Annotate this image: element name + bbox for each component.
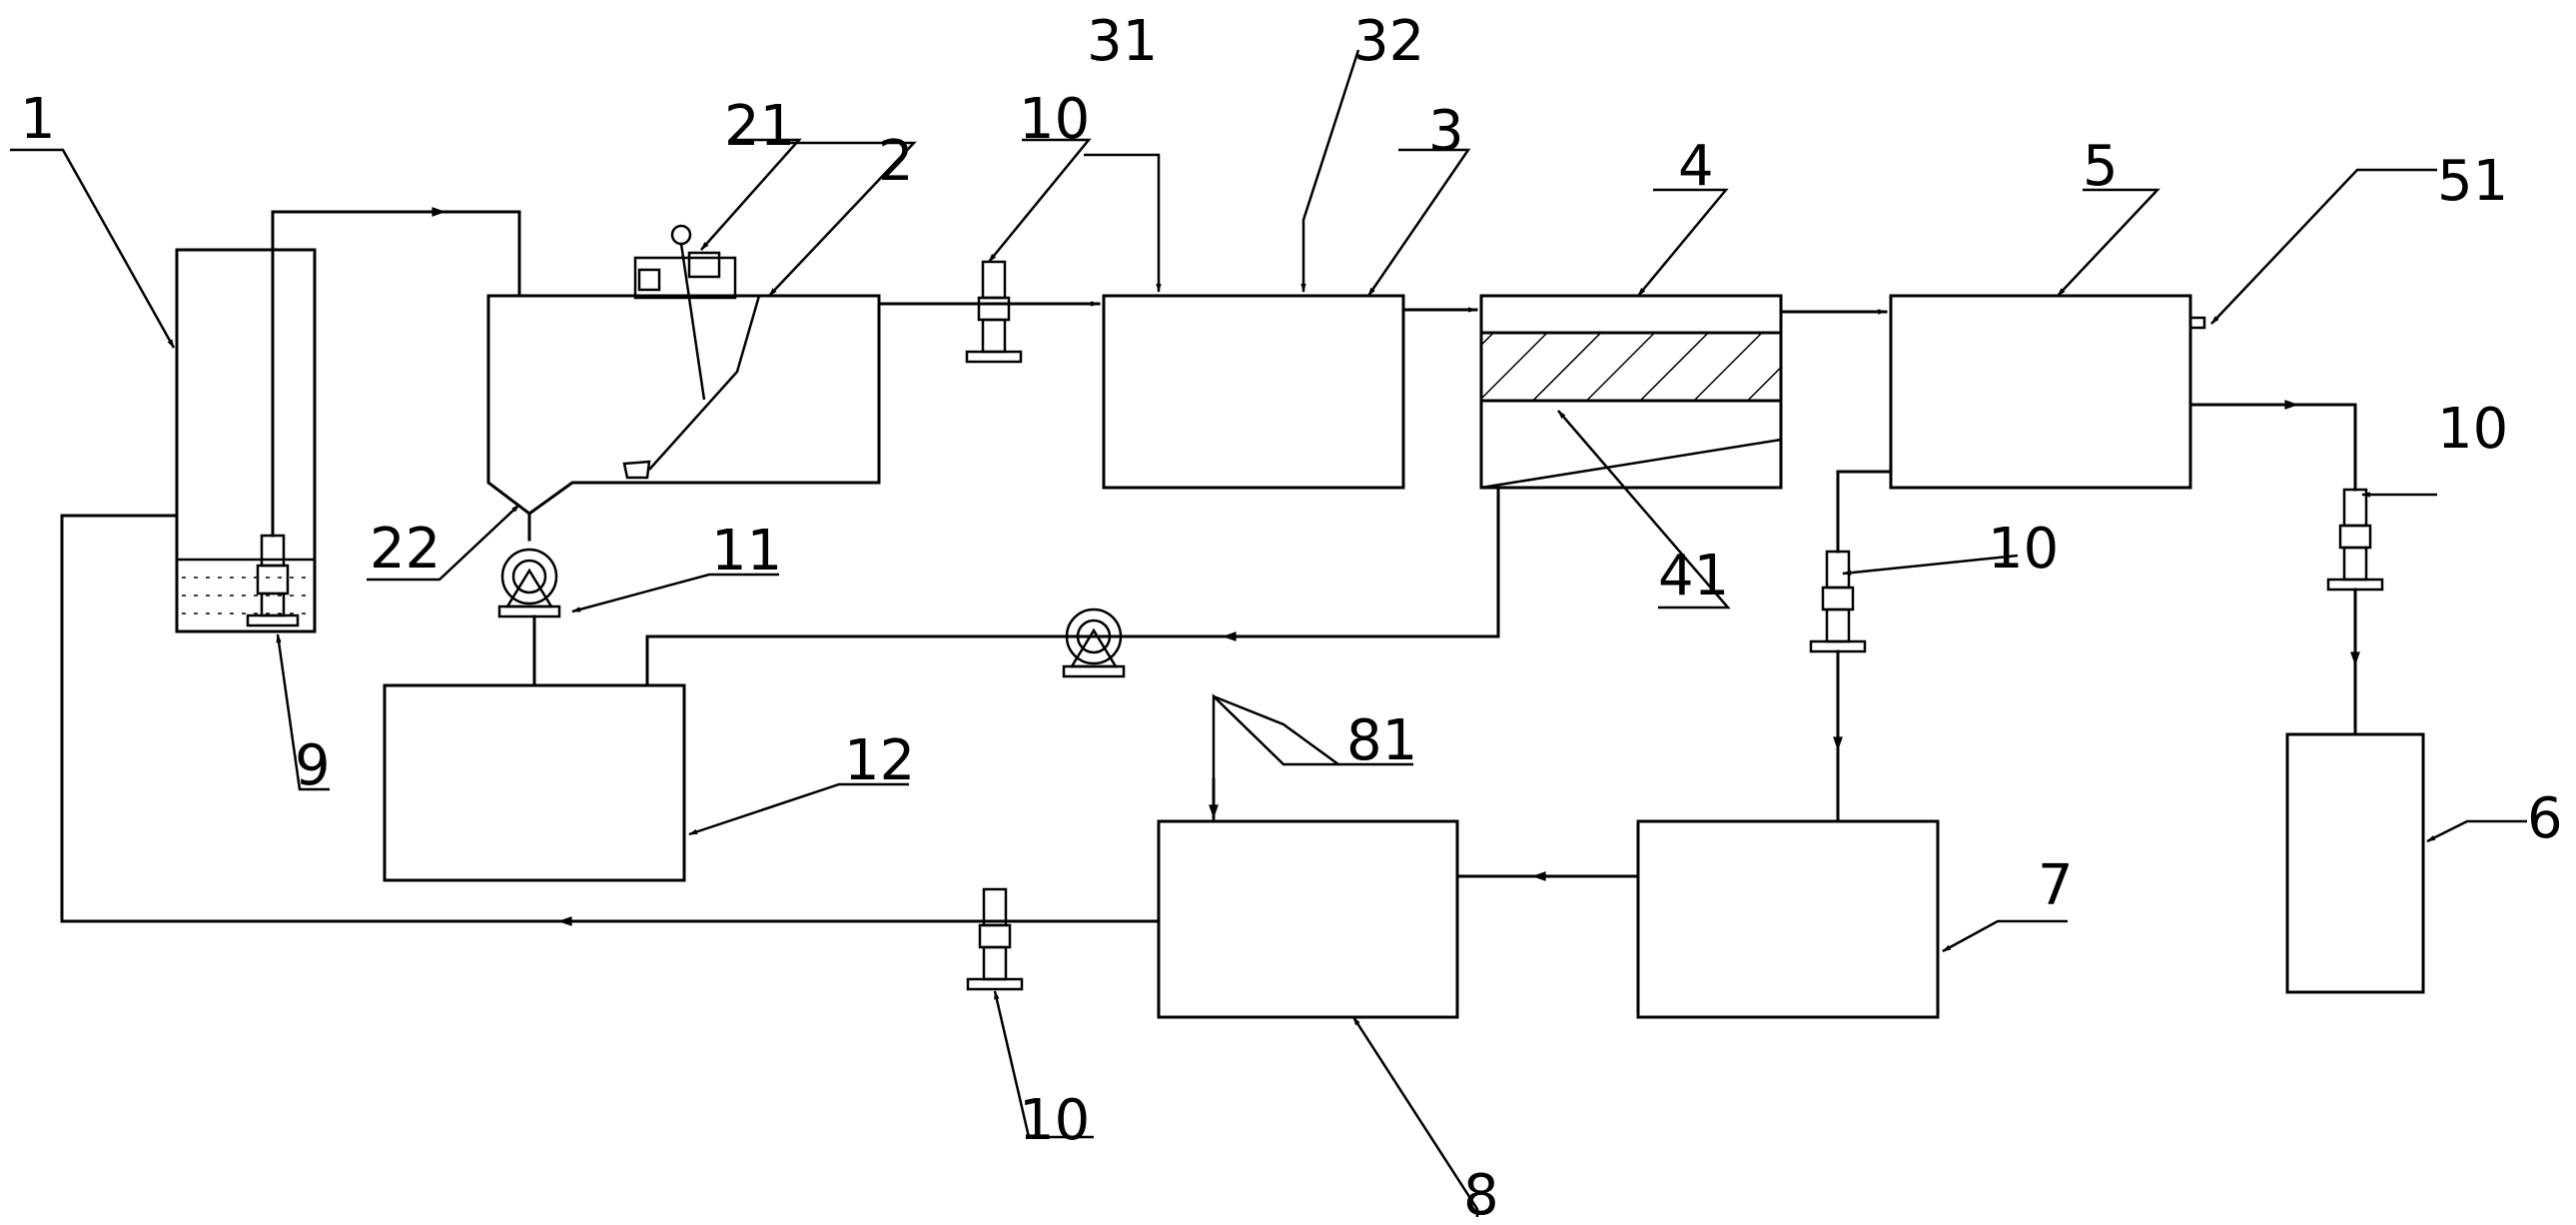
tank-3: [1102, 294, 1405, 490]
label-6: 6: [2527, 786, 2563, 851]
tank-5: [1889, 294, 2192, 490]
label-3: 3: [1428, 99, 1464, 164]
label-41: 41: [1658, 544, 1729, 609]
leader-lines: [10, 49, 2527, 1217]
tank-4: [1479, 294, 1783, 490]
label-21: 21: [724, 94, 795, 159]
label-51: 51: [2437, 149, 2508, 214]
label-11: 11: [711, 519, 782, 584]
label-12: 12: [844, 728, 915, 793]
label-9: 9: [295, 733, 331, 798]
submersible-pump-9: [246, 534, 300, 627]
pipe-tank4-to-tank12: [645, 486, 1500, 687]
label-22: 22: [370, 517, 440, 582]
pipe-tank5-to-tank7: [1836, 470, 1893, 554]
label-10-d: 10: [1019, 1088, 1090, 1153]
label-10-c: 10: [1988, 517, 2059, 582]
tank-12: [383, 683, 686, 882]
label-1: 1: [20, 87, 56, 152]
label-81: 81: [1346, 708, 1417, 773]
tank-2: [486, 224, 881, 542]
pipe-tank5-to-tank6: [2188, 403, 2357, 492]
centrifugal-pump-11: [497, 548, 561, 618]
pump-10-a: [965, 260, 1023, 364]
tank-7: [1636, 819, 1940, 1019]
pump-10-d: [966, 887, 1024, 991]
tank-6: [2285, 732, 2425, 994]
label-5: 5: [2083, 134, 2119, 199]
label-31: 31: [1087, 9, 1158, 74]
label-10-b: 10: [2437, 397, 2508, 462]
tank-1: [175, 248, 317, 633]
label-7: 7: [2038, 853, 2074, 918]
label-4: 4: [1678, 134, 1714, 199]
label-8: 8: [1463, 1163, 1499, 1225]
tank-8: [1157, 819, 1459, 1019]
pump-10-c: [1809, 550, 1867, 653]
label-2: 2: [878, 129, 914, 194]
centrifugal-pump-return: [1062, 608, 1126, 678]
pump-10-b: [2326, 488, 2384, 592]
label-10-a: 10: [1019, 87, 1090, 152]
overflow-51: [2188, 316, 2206, 330]
label-32: 32: [1353, 9, 1424, 74]
